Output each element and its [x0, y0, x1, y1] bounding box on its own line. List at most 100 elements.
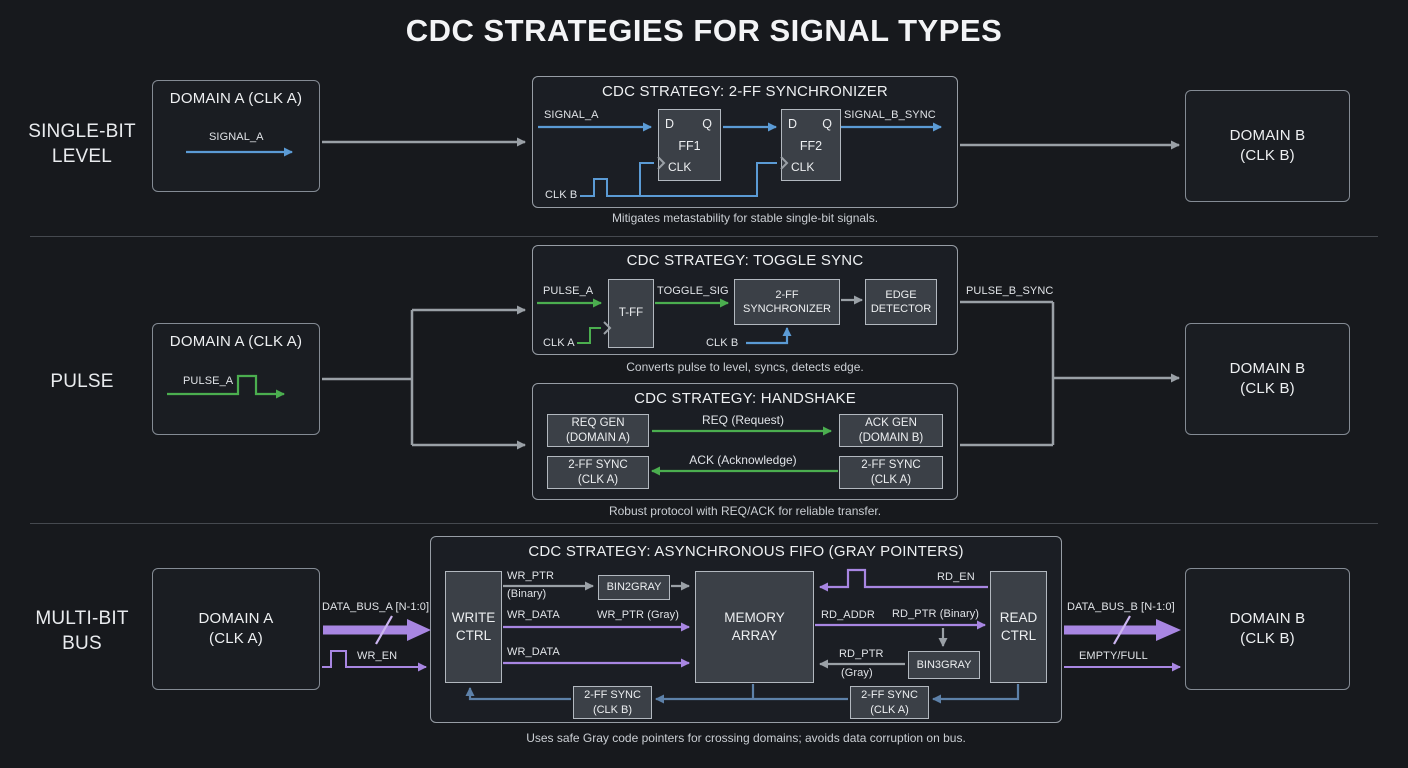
ff2-clk-chevron-icon [780, 156, 789, 170]
fifo-caption: Uses safe Gray code pointers for crossin… [526, 731, 966, 745]
tff-clk-chevron-icon [603, 321, 612, 335]
row2-domain-b-box: DOMAIN B (CLK B) [1185, 323, 1350, 435]
write-ctrl-line1: WRITE [451, 610, 496, 626]
ff2-name: FF2 [799, 139, 823, 153]
clk-a-to-tff-line [577, 327, 601, 344]
ack-label: ACK (Acknowledge) [689, 453, 797, 467]
ack-gen-line1: ACK GEN [865, 416, 917, 429]
req-gen-box: REQ GEN (DOMAIN A) [547, 414, 649, 447]
row2-domain-b-line1: DOMAIN B [1229, 359, 1306, 377]
row2-merge-connector [960, 300, 1055, 447]
fifo-sync-clka-line1: 2-FF SYNC [861, 689, 918, 702]
wr-data-label-1: WR_DATA [507, 609, 560, 621]
toggle-sig-label: TOGGLE_SIG [657, 285, 729, 297]
data-bus-b-label: DATA_BUS_B [N-1:0] [1067, 601, 1175, 613]
rd-gray-label: (Gray) [841, 667, 873, 679]
fifo-sync-clkb-line2: (CLK B) [592, 703, 633, 716]
read-ctrl-line2: CTRL [1000, 628, 1037, 643]
toggle-sync-title: CDC STRATEGY: TOGGLE SYNC [626, 252, 864, 269]
toggle-pulse-a-label: PULSE_A [543, 285, 594, 297]
ff2-q-pin: Q [822, 117, 832, 131]
bin3gray-label: BIN3GRAY [916, 658, 972, 671]
wr-en-pulse-arrow [322, 650, 427, 672]
ff1-q-pin: Q [702, 117, 712, 131]
read-ctrl-box: READ CTRL [990, 571, 1047, 683]
toggle-clk-b-label: CLK B [706, 337, 739, 349]
fifo-title: CDC STRATEGY: ASYNCHRONOUS FIFO (GRAY PO… [528, 543, 964, 560]
toggle-2ff-line2: SYNCHRONIZER [742, 303, 831, 315]
row1-domain-a-signal-label: SIGNAL_A [209, 131, 264, 143]
ack-gen-box: ACK GEN (DOMAIN B) [839, 414, 943, 447]
rd-addr-label: RD_ADDR [821, 609, 875, 621]
wr-data-label-2: WR_DATA [507, 646, 560, 658]
rd-ptr-label: RD_PTR [839, 648, 884, 660]
empty-full-label: EMPTY/FULL [1079, 650, 1148, 662]
data-bus-a-slash-icon [375, 615, 393, 645]
handshake-caption: Robust protocol with REQ/ACK for reliabl… [608, 504, 882, 518]
fifo-box: CDC STRATEGY: ASYNCHRONOUS FIFO (GRAY PO… [430, 536, 1062, 723]
bin3gray-box: BIN3GRAY [908, 651, 980, 679]
row1-label: SINGLE-BIT LEVEL [12, 120, 152, 169]
tff-label: T-FF [618, 307, 644, 320]
pulse-b-sync-label: PULSE_B_SYNC [966, 285, 1054, 297]
handshake-sync-left-line1: 2-FF SYNC [568, 458, 628, 471]
sync-b-to-write-ctrl-wire [465, 687, 571, 701]
row1-label-line2: LEVEL [51, 145, 113, 167]
handshake-sync-right-box: 2-FF SYNC (CLK A) [839, 456, 943, 489]
row3-wires [322, 568, 1181, 704]
row1-domain-a-title: DOMAIN A (CLK A) [169, 90, 303, 107]
row1-strategy-box: CDC STRATEGY: 2-FF SYNCHRONIZER D Q FF1 … [532, 76, 958, 208]
page-title: CDC STRATEGIES FOR SIGNAL TYPES [405, 13, 1003, 48]
data-bus-b-slash-icon [1113, 615, 1131, 645]
wr-en-label: WR_EN [357, 650, 398, 662]
row3-domain-a-box: DOMAIN A (CLK A) [152, 568, 320, 690]
clk-b-to-sync-arrow [746, 327, 792, 345]
ff2-d-pin: D [788, 117, 798, 131]
data-bus-a-label: DATA_BUS_A [N-1:0] [322, 601, 430, 613]
read-ctrl-to-sync-a-wire [932, 684, 1020, 704]
row1-domain-b-line1: DOMAIN B [1229, 126, 1306, 144]
fifo-sync-clka-line2: (CLK A) [870, 703, 909, 716]
row2-domain-a-box: DOMAIN A (CLK A) [152, 323, 320, 435]
rd-en-pulse-arrow [819, 568, 988, 592]
row2-wires [167, 295, 1180, 476]
handshake-sync-right-line2: (CLK A) [870, 473, 912, 486]
wr-ptr-label: WR_PTR [507, 570, 555, 582]
row2-domain-a-title: DOMAIN A (CLK A) [169, 333, 303, 350]
write-ctrl-line2: CTRL [455, 628, 492, 643]
row1-domain-a-box: DOMAIN A (CLK A) [152, 80, 320, 192]
fifo-sync-clkb-line1: 2-FF SYNC [584, 689, 641, 702]
handshake-box: CDC STRATEGY: HANDSHAKE REQ GEN (DOMAIN … [532, 383, 958, 500]
req-gen-line1: REQ GEN [571, 416, 625, 429]
handshake-sync-left-line2: (CLK A) [577, 473, 619, 486]
row1-clk-b-label: CLK B [545, 189, 578, 201]
req-gen-line2: (DOMAIN A) [566, 431, 630, 444]
toggle-2ff-sync-box: 2-FF SYNCHRONIZER [734, 279, 840, 325]
row3-domain-b-box: DOMAIN B (CLK B) [1185, 568, 1350, 690]
row1-wires [186, 122, 1180, 197]
row2-domain-b-line2: (CLK B) [1240, 380, 1295, 397]
toggle-clk-a-label: CLK A [543, 337, 575, 349]
row3-domain-b-line2: (CLK B) [1240, 630, 1295, 647]
bin2gray-box: BIN2GRAY [598, 575, 670, 600]
ff1-clk-chevron-icon [657, 156, 666, 170]
handshake-sync-right-line1: 2-FF SYNC [861, 458, 921, 471]
ff1-clk-pin: CLK [668, 160, 692, 174]
clk-b-waveform-to-ff2 [640, 162, 777, 197]
ff1-name: FF1 [678, 139, 701, 153]
edge-detector-line2: DETECTOR [870, 303, 932, 315]
row1-caption: Mitigates metastability for stable singl… [611, 211, 879, 225]
fifo-sync-clkb-box: 2-FF SYNC (CLK B) [573, 686, 652, 719]
clk-b-waveform-to-ff1 [580, 162, 654, 197]
fifo-sync-clka-box: 2-FF SYNC (CLK A) [850, 686, 929, 719]
memory-array-box: MEMORY ARRAY [695, 571, 814, 683]
memory-array-line1: MEMORY [724, 610, 785, 626]
data-bus-a-arrowhead [407, 619, 431, 641]
ff2-clk-pin: CLK [791, 160, 815, 174]
row2-split-connector [322, 310, 414, 445]
row-divider-2 [30, 523, 1378, 524]
row1-label-line1: SINGLE-BIT [28, 121, 136, 142]
row2-domain-a-signal-label: PULSE_A [183, 375, 234, 387]
